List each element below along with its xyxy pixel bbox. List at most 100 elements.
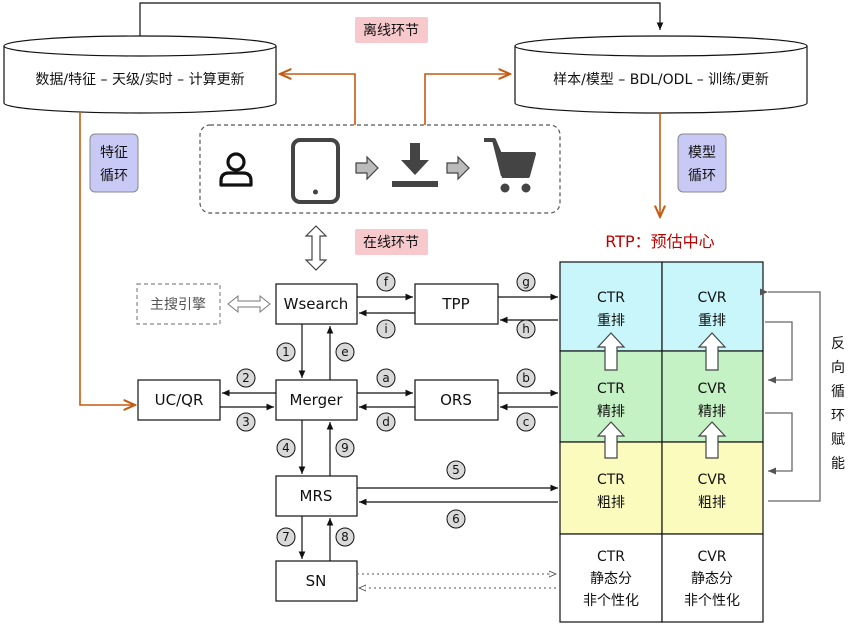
merger-box: Merger: [275, 379, 358, 421]
svg-text:CVR: CVR: [697, 472, 726, 488]
svg-text:静态分: 静态分: [691, 571, 733, 587]
svg-text:MRS: MRS: [300, 487, 333, 505]
svg-text:CVR: CVR: [697, 549, 726, 565]
data-feature-label: 数据/特征 – 天级/实时 – 计算更新: [35, 72, 244, 88]
svg-text:粗排: 粗排: [698, 495, 726, 511]
step-1: 1: [276, 342, 296, 362]
svg-text:模型: 模型: [688, 145, 716, 161]
svg-text:Merger: Merger: [290, 391, 344, 409]
online-tag: 在线环节: [355, 229, 428, 255]
svg-text:f: f: [384, 275, 389, 289]
svg-text:a: a: [382, 371, 389, 385]
ctr-static-cell: [559, 533, 663, 623]
svg-text:重排: 重排: [698, 313, 726, 329]
reverse-loop-label: 反 向 循 环 赋 能: [831, 336, 845, 472]
step-7: 7: [276, 527, 296, 547]
step-c: c: [516, 412, 536, 432]
sample-model-label: 样本/模型 – BDL/ODL – 训练/更新: [553, 72, 769, 88]
step-f: f: [376, 272, 396, 292]
tablet-icon: [291, 138, 340, 204]
cvr-static-cell: [661, 533, 764, 623]
svg-text:向: 向: [831, 360, 845, 376]
sn-box: SN: [275, 560, 358, 602]
data-feature-database: 数据/特征 – 天级/实时 – 计算更新: [3, 35, 277, 114]
svg-text:重排: 重排: [597, 313, 625, 329]
ucqr-box: UC/QR: [137, 379, 221, 421]
ors-box: ORS: [414, 379, 499, 421]
svg-text:在线环节: 在线环节: [363, 235, 419, 251]
svg-text:h: h: [522, 322, 530, 336]
step-a: a: [376, 368, 396, 388]
svg-text:4: 4: [282, 441, 290, 455]
flow-arrows: [220, 293, 558, 561]
svg-text:e: e: [341, 345, 348, 359]
svg-text:6: 6: [452, 512, 460, 526]
rtp-title: RTP：预估中心: [605, 232, 714, 251]
step-g: g: [516, 272, 536, 292]
svg-text:8: 8: [341, 530, 349, 544]
svg-text:精排: 精排: [597, 404, 625, 420]
svg-text:非个性化: 非个性化: [583, 593, 639, 609]
user-icon: [219, 152, 253, 187]
reverse-loop-connectors: [759, 288, 821, 502]
svg-text:能: 能: [831, 456, 845, 472]
svg-text:CVR: CVR: [697, 381, 726, 397]
svg-text:5: 5: [452, 463, 460, 477]
download-icon: [392, 143, 438, 187]
svg-text:环: 环: [831, 408, 845, 424]
svg-text:CTR: CTR: [597, 549, 625, 565]
svg-text:g: g: [522, 275, 530, 289]
tpp-box: TPP: [414, 283, 499, 325]
svg-text:CVR: CVR: [697, 290, 726, 306]
step-i: i: [376, 319, 396, 339]
sn-static-links: [357, 574, 556, 588]
svg-text:d: d: [382, 415, 390, 429]
svg-text:7: 7: [282, 530, 290, 544]
step-8: 8: [335, 527, 355, 547]
svg-text:b: b: [522, 371, 530, 385]
svg-text:i: i: [384, 322, 387, 336]
mrs-box: MRS: [275, 475, 358, 517]
step-markers: f i g h 1 e 2 3 a d b c 4 9 5 6 7 8: [236, 272, 536, 547]
svg-text:c: c: [523, 415, 530, 429]
svg-text:CTR: CTR: [597, 290, 625, 306]
svg-text:循: 循: [831, 384, 845, 400]
svg-text:循环: 循环: [688, 168, 716, 184]
svg-text:3: 3: [242, 415, 250, 429]
svg-text:SN: SN: [306, 572, 327, 590]
sample-model-database: 样本/模型 – BDL/ODL – 训练/更新: [514, 35, 808, 114]
svg-text:静态分: 静态分: [590, 571, 632, 587]
cart-icon: [484, 138, 536, 193]
svg-text:赋: 赋: [831, 432, 845, 448]
svg-text:反: 反: [831, 336, 845, 352]
svg-text:ORS: ORS: [440, 391, 472, 409]
svg-text:精排: 精排: [698, 404, 726, 420]
svg-text:循环: 循环: [100, 168, 128, 184]
svg-text:UC/QR: UC/QR: [155, 391, 204, 409]
arrow-right-icon: [355, 155, 379, 181]
svg-text:TPP: TPP: [441, 295, 469, 313]
user-behavior-box: [199, 124, 561, 214]
search-engine-box: 主搜引擎: [136, 283, 221, 325]
svg-text:CTR: CTR: [597, 381, 625, 397]
step-6: 6: [446, 509, 466, 529]
arrow-right-icon: [446, 155, 470, 181]
svg-text:1: 1: [282, 345, 290, 359]
feature-loop-tag: 特征 循环: [89, 133, 139, 193]
search-engine-link-icon: [227, 294, 271, 314]
svg-text:Wsearch: Wsearch: [284, 295, 349, 313]
stage-up-arrows: [596, 332, 727, 459]
svg-text:主搜引擎: 主搜引擎: [150, 297, 206, 313]
step-b: b: [516, 368, 536, 388]
step-5: 5: [446, 460, 466, 480]
step-h: h: [516, 319, 536, 339]
wsearch-box: Wsearch: [275, 283, 358, 325]
svg-text:9: 9: [341, 441, 349, 455]
step-e: e: [335, 342, 355, 362]
svg-text:特征: 特征: [100, 145, 128, 161]
model-loop-tag: 模型 循环: [677, 133, 727, 193]
step-2: 2: [236, 368, 256, 388]
step-9: 9: [335, 438, 355, 458]
svg-text:CTR: CTR: [597, 472, 625, 488]
